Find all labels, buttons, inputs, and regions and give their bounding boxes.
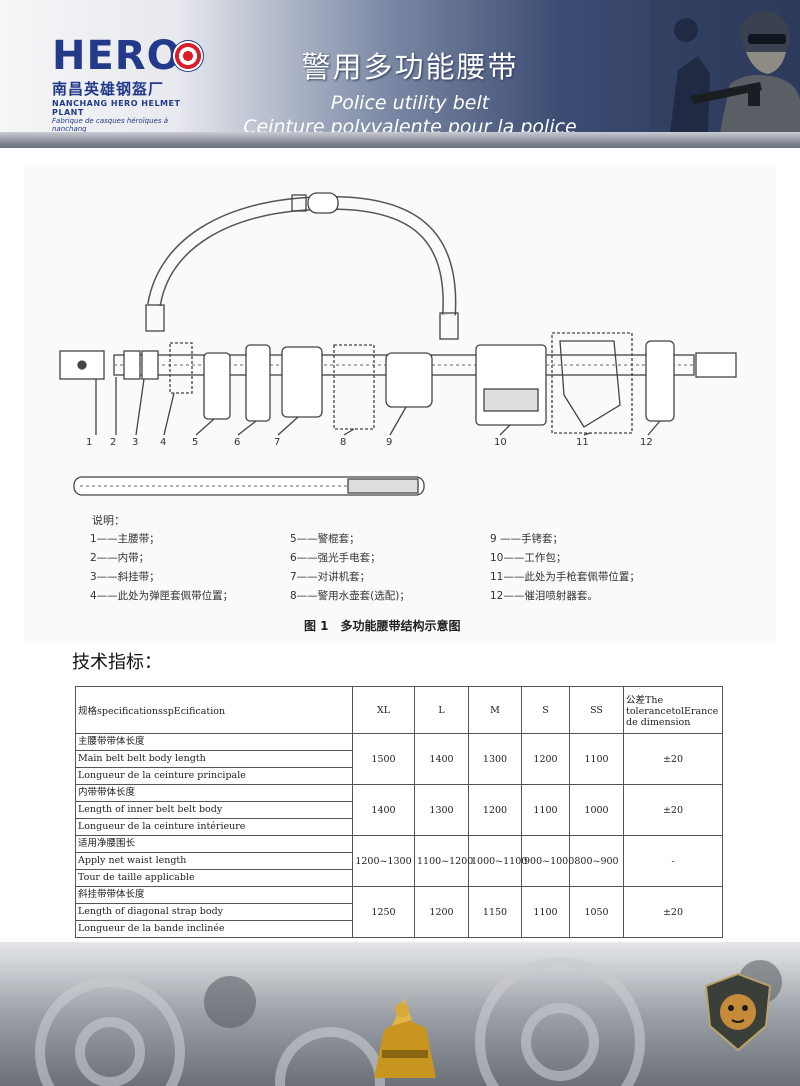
table-cell: 1000~1100 [468, 835, 527, 887]
legend-item: 12——催泪喷射器套。 [490, 590, 598, 602]
size-header: L [414, 686, 469, 734]
tiger-shield-icon [704, 972, 772, 1052]
company-name-en: NANCHANG HERO HELMET PLANT [52, 99, 181, 117]
table-cell: 1400 [352, 784, 415, 836]
size-header: M [468, 686, 522, 734]
diagram-number-8: 8 [340, 437, 347, 448]
tolerance-cell: ±20 [623, 733, 723, 785]
table-row: 内带带体长度 1400 1300 1200 1100 1000 ±20 [75, 784, 723, 836]
table-cell: 1200 [414, 886, 469, 938]
table-cell: 800~900 [569, 835, 624, 887]
table-cell: 900~1000 [521, 835, 574, 887]
golden-statue-icon [374, 998, 436, 1078]
table-cell: 1050 [569, 886, 624, 938]
target-icon [172, 40, 204, 72]
diagram-number-10: 10 [494, 437, 507, 448]
logo-wordmark: HERO [52, 33, 182, 79]
size-header: SS [569, 686, 624, 734]
row-label-en: Apply net waist length [75, 852, 353, 870]
diagram-number-12: 12 [640, 437, 653, 448]
legend-item: 9 ——手铐套； [490, 533, 564, 545]
table-cell: 1200~1300 [352, 835, 415, 887]
legend-item: 5——警棍套； [290, 533, 360, 545]
legend-item: 11——此处为手枪套佩带位置； [490, 571, 640, 583]
header-band [0, 132, 800, 148]
table-cell: 1100 [521, 886, 570, 938]
table-cell: 1100~1200 [414, 835, 473, 887]
row-label-cn: 斜挂带带体长度 [75, 886, 353, 904]
table-cell: 1000 [569, 784, 624, 836]
diagram-number-7: 7 [274, 437, 281, 448]
legend-item: 8——警用水壶套(选配)； [290, 590, 410, 602]
spec-header-label: 规格specificationsspEcification [75, 686, 353, 734]
belt-drawing [59, 192, 737, 496]
table-cell: 1100 [569, 733, 624, 785]
row-label-cn: 主腰带带体长度 [75, 733, 353, 751]
size-header: S [521, 686, 570, 734]
row-label-en: Length of diagonal strap body [75, 903, 353, 921]
diagram-number-6: 6 [234, 437, 241, 448]
product-titles: 警用多功能腰带 Police utility belt Ceinture pol… [225, 44, 595, 138]
page-footer [0, 942, 800, 1086]
legend-item: 6——强光手电套； [290, 552, 381, 564]
diagram-number-4: 4 [160, 437, 167, 448]
spec-table: 规格specificationsspEcification XL L M S S… [75, 686, 723, 938]
belt-diagram: 1 2 3 4 5 6 7 8 9 10 11 12 说明： 1——主腰带； 2… [24, 165, 776, 643]
legend-item: 4——此处为弹匣套佩带位置； [90, 590, 234, 602]
company-logo: HERO 南昌英雄钢盔厂 NANCHANG HERO HELMET PLANT … [52, 33, 204, 133]
row-label-en: Main belt belt body length [75, 750, 353, 768]
row-label-fr: Tour de taille applicable [75, 869, 353, 887]
legend-item: 1——主腰带； [90, 533, 160, 545]
soldier-image [650, 0, 800, 132]
legend-item: 10——工作包； [490, 552, 567, 564]
row-label-fr: Longueur de la ceinture principale [75, 767, 353, 785]
legend-item: 7——对讲机套； [290, 571, 371, 583]
diagram-number-3: 3 [132, 437, 139, 448]
table-cell: 1300 [468, 733, 522, 785]
row-label-en: Length of inner belt belt body [75, 801, 353, 819]
table-cell: 1400 [414, 733, 469, 785]
row-label-cn: 内带带体长度 [75, 784, 353, 802]
product-title-en: Police utility belt [330, 92, 490, 114]
company-name-fr: Fabrique de casques héroïques à nanchang [52, 117, 169, 133]
tolerance-cell: - [623, 835, 723, 887]
table-header-row: 规格specificationsspEcification XL L M S S… [75, 686, 723, 734]
product-title-cn: 警用多功能腰带 [301, 50, 519, 84]
diagram-number-11: 11 [576, 437, 589, 448]
table-row: 主腰带带体长度 1500 1400 1300 1200 1100 ±20 [75, 733, 723, 785]
size-header: XL [352, 686, 415, 734]
table-row: 适用净腰围长 1200~1300 1100~1200 1000~1100 900… [75, 835, 723, 887]
tolerance-header: 公差The tolerancetolErance de dimension [623, 686, 723, 734]
diagram-number-1: 1 [86, 437, 93, 448]
table-cell: 1200 [468, 784, 522, 836]
diagram-number-5: 5 [192, 437, 199, 448]
diagram-number-2: 2 [110, 437, 117, 448]
table-row: 斜挂带带体长度 1250 1200 1150 1100 1050 ±20 [75, 886, 723, 938]
company-name-cn: 南昌英雄钢盔厂 [52, 80, 165, 98]
legend-item: 3——斜挂带； [90, 571, 160, 583]
spec-heading: 技术指标： [72, 652, 162, 673]
diagram-number-9: 9 [386, 437, 393, 448]
row-label-cn: 适用净腰围长 [75, 835, 353, 853]
legend-heading: 说明： [92, 514, 125, 527]
table-cell: 1200 [521, 733, 570, 785]
figure-caption: 图 1 多功能腰带结构示意图 [304, 619, 461, 633]
tolerance-cell: ±20 [623, 784, 723, 836]
tolerance-cell: ±20 [623, 886, 723, 938]
row-label-fr: Longueur de la bande inclinée [75, 920, 353, 938]
table-cell: 1150 [468, 886, 522, 938]
page-header: HERO 南昌英雄钢盔厂 NANCHANG HERO HELMET PLANT … [0, 0, 800, 148]
table-cell: 1300 [414, 784, 469, 836]
row-label-fr: Longueur de la ceinture intérieure [75, 818, 353, 836]
table-cell: 1500 [352, 733, 415, 785]
table-cell: 1100 [521, 784, 570, 836]
legend-item: 2——内带； [90, 552, 150, 564]
table-cell: 1250 [352, 886, 415, 938]
